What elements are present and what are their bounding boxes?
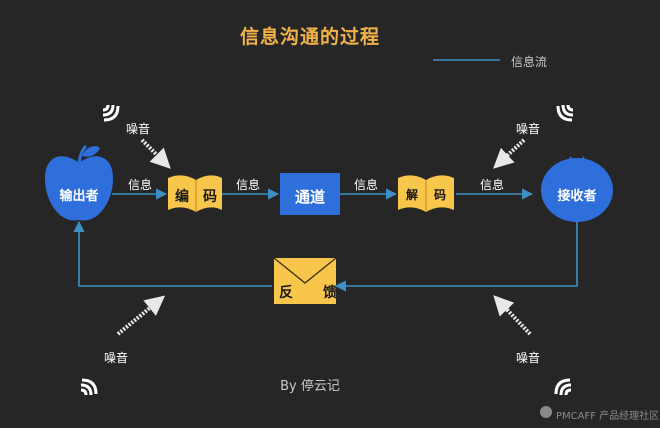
- edge-label: 信息: [128, 178, 153, 192]
- signal-waves-icon: [102, 104, 120, 122]
- watermark: PMCAFF 产品经理社区: [556, 411, 660, 422]
- noise-label: 噪音: [126, 122, 151, 136]
- signal-waves-icon: [554, 378, 572, 396]
- feedback-line-from-receiver: [334, 222, 578, 292]
- open-book-icon: [398, 175, 454, 212]
- byline: By 停云记: [280, 379, 340, 394]
- apple-icon: [44, 144, 114, 221]
- pmcaff-logo-icon: [540, 406, 552, 418]
- tomato-icon: [541, 156, 613, 222]
- noise-arrow: [493, 295, 532, 336]
- diagram-title: 信息沟通的过程: [239, 26, 380, 48]
- decode-label-1: 解: [405, 188, 418, 202]
- edge-label: 信息: [480, 178, 505, 192]
- feedback-label-2: 馈: [323, 285, 337, 301]
- decode-label-2: 码: [433, 188, 446, 202]
- feedback-line-to-sender: [73, 220, 272, 287]
- sender-label: 输出者: [59, 189, 99, 204]
- signal-waves-icon: [80, 378, 98, 396]
- envelope-icon: [273, 257, 337, 304]
- encode-label-2: 码: [203, 189, 217, 205]
- feedback-label-1: 反: [279, 285, 293, 301]
- signal-waves-icon: [556, 104, 574, 122]
- legend-label: 信息流: [511, 55, 548, 69]
- open-book-icon: [168, 175, 222, 212]
- receiver-label: 接收者: [557, 189, 597, 204]
- noise-label: 噪音: [104, 351, 129, 365]
- noise-arrow: [493, 138, 526, 169]
- encode-label-1: 编: [175, 189, 189, 205]
- noise-label: 噪音: [516, 122, 541, 136]
- edge-label: 信息: [354, 178, 379, 192]
- noise-label: 噪音: [516, 351, 541, 365]
- channel-box: [280, 173, 340, 215]
- channel-label: 通道: [294, 188, 325, 206]
- noise-arrow: [116, 295, 166, 336]
- edge-label: 信息: [236, 178, 261, 192]
- noise-arrow: [140, 138, 171, 169]
